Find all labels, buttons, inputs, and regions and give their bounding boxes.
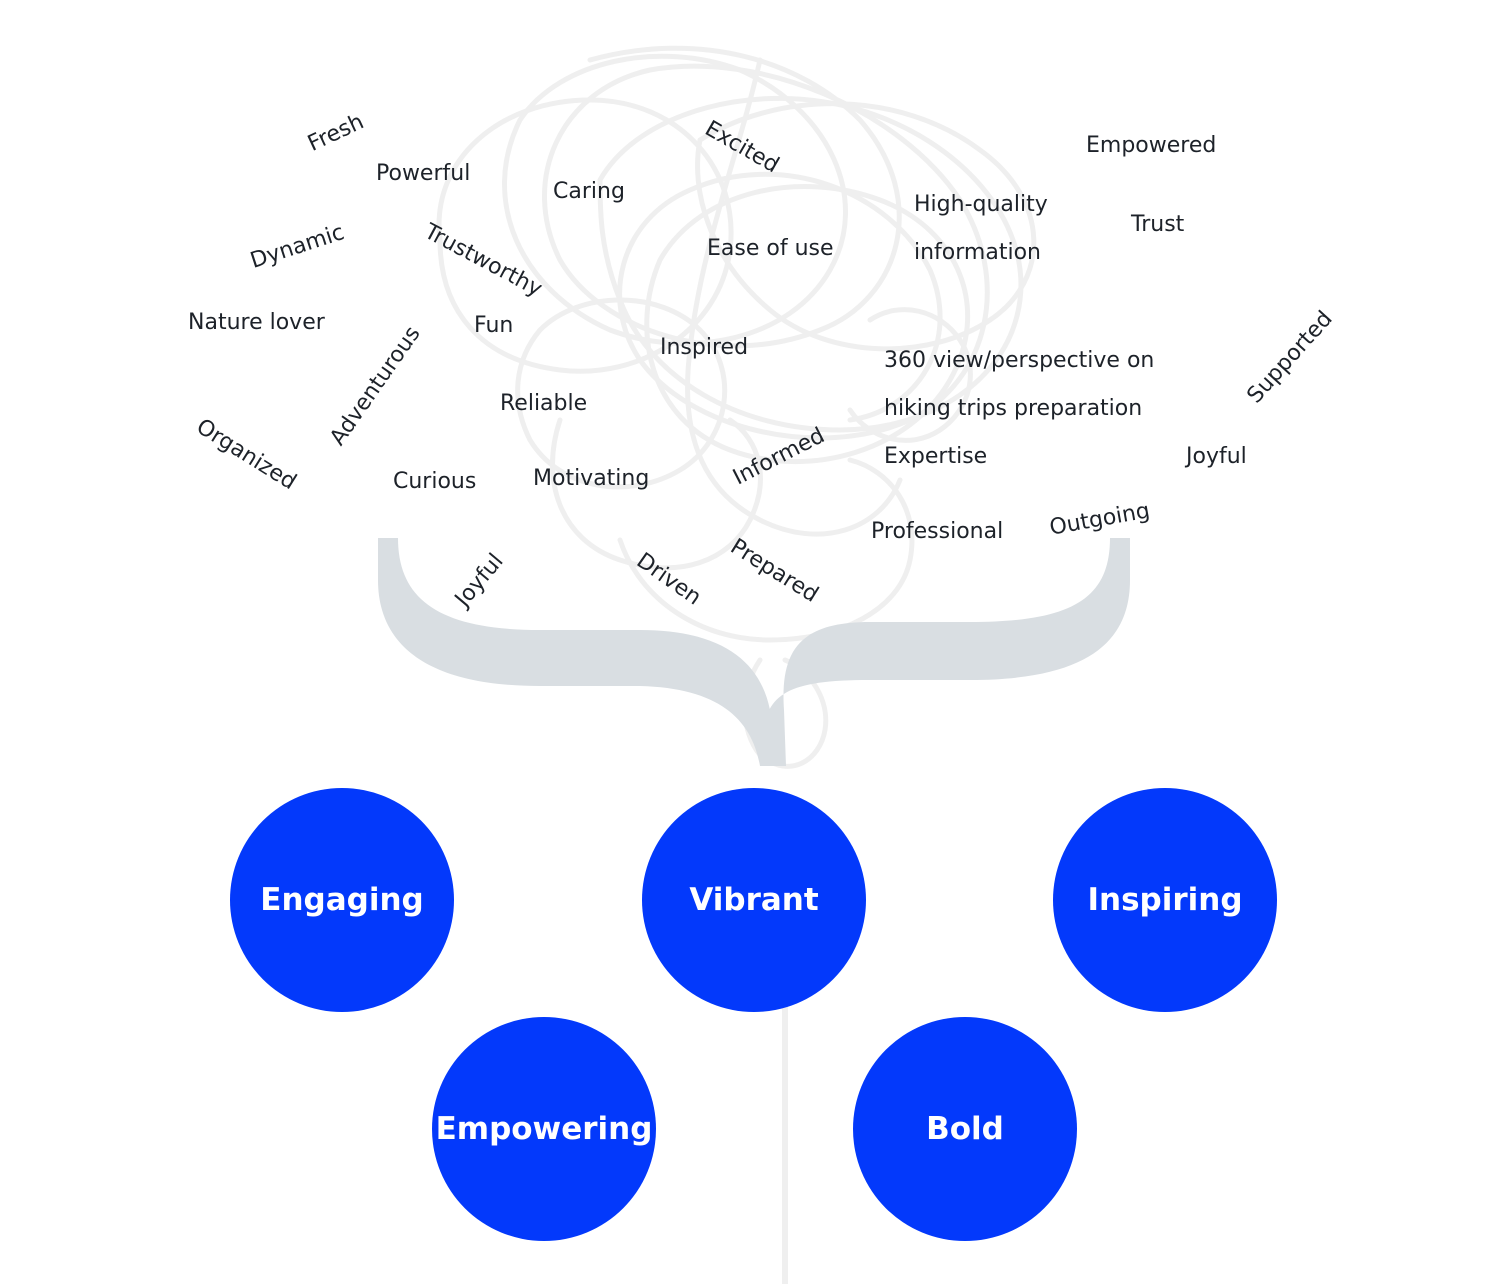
word-reliable: Reliable xyxy=(500,391,588,416)
value-circle-engaging: Engaging xyxy=(230,788,454,1012)
brace-shape xyxy=(378,538,1130,766)
word-trust: Trust xyxy=(1131,212,1185,237)
word-hiking-trips: hiking trips preparation xyxy=(884,396,1143,421)
word-motivating: Motivating xyxy=(533,466,650,491)
value-circle-inspiring: Inspiring xyxy=(1053,788,1277,1012)
word-inspired: Inspired xyxy=(660,335,749,360)
value-label-empowering: Empowering xyxy=(435,1111,653,1147)
word-professional: Professional xyxy=(871,519,1004,544)
value-circle-bold: Bold xyxy=(853,1017,1077,1241)
word-fun: Fun xyxy=(474,313,514,338)
word-caring: Caring xyxy=(553,179,625,204)
word-ease-of-use: Ease of use xyxy=(707,236,834,261)
word-curious: Curious xyxy=(393,469,477,494)
value-label-vibrant: Vibrant xyxy=(689,882,819,918)
word-expertise: Expertise xyxy=(884,444,988,469)
word-empowered: Empowered xyxy=(1086,133,1217,158)
word-high-quality: High-quality xyxy=(914,192,1048,217)
word-joyful-right: Joyful xyxy=(1186,444,1247,469)
word-360-view: 360 view/perspective on xyxy=(884,348,1155,373)
word-powerful: Powerful xyxy=(376,161,471,186)
value-label-bold: Bold xyxy=(926,1111,1004,1147)
value-circle-vibrant: Vibrant xyxy=(642,788,866,1012)
word-nature-lover: Nature lover xyxy=(188,310,325,335)
word-information: information xyxy=(914,240,1041,265)
value-label-engaging: Engaging xyxy=(260,882,424,918)
value-label-inspiring: Inspiring xyxy=(1087,882,1243,918)
value-circle-empowering: Empowering xyxy=(432,1017,656,1241)
